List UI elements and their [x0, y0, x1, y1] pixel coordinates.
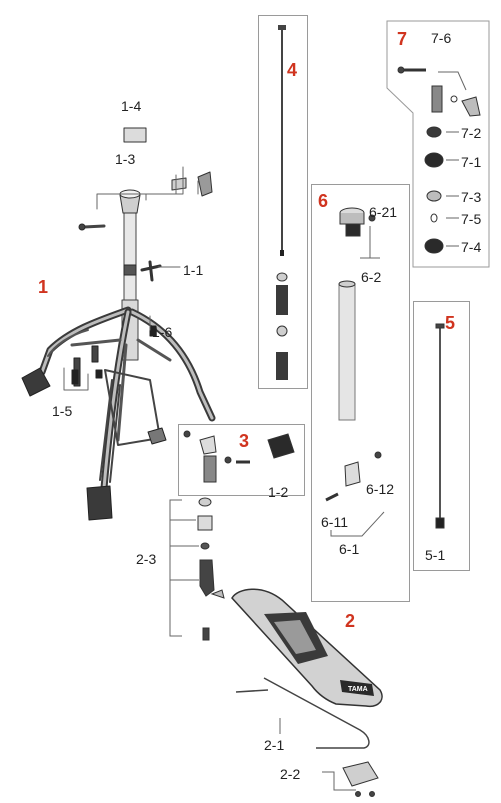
section-6-box [311, 184, 410, 602]
section-number-6: 6 [318, 191, 329, 211]
section-2-3-parts [169, 497, 225, 641]
part-label-7-1: 7-1 [461, 154, 482, 170]
section-3-box [178, 424, 305, 496]
part-label-1-4: 1-4 [121, 98, 142, 114]
section-5-parts [435, 323, 445, 529]
section-number-5: 5 [445, 313, 456, 333]
part-label-7-6: 7-6 [431, 30, 452, 46]
part-label-6-2: 6-2 [361, 269, 382, 285]
section-3-parts [183, 430, 295, 483]
part-label-6-21: 6-21 [369, 204, 398, 220]
part-label-7-3: 7-3 [461, 189, 482, 205]
part-label-2-1: 2-1 [264, 737, 285, 753]
hihat-stand [21, 127, 216, 521]
part-label-7-2: 7-2 [461, 125, 482, 141]
section-number-1: 1 [38, 277, 49, 297]
part-label-2-3: 2-3 [136, 551, 157, 567]
part-label-5-1: 5-1 [425, 547, 446, 563]
section-7-box [386, 20, 490, 268]
section-number-7: 7 [397, 29, 408, 49]
section-4-rod [276, 25, 288, 380]
section-7-parts [397, 66, 481, 254]
part-label-2-2: 2-2 [280, 766, 301, 782]
part-label-6-12: 6-12 [366, 481, 395, 497]
part-label-6-11: 6-11 [321, 514, 348, 530]
part-label-1-5: 1-5 [52, 403, 73, 419]
part-label-1-1: 1-1 [183, 262, 204, 278]
section-number-4: 4 [287, 60, 298, 80]
plate [322, 761, 379, 797]
link-rod [235, 677, 370, 749]
part-label-1-2: 1-2 [268, 484, 289, 500]
section-number-2: 2 [345, 611, 356, 631]
section-4-box [258, 15, 308, 389]
section-number-3: 3 [239, 431, 250, 451]
part-label-1-6: 1-6 [152, 324, 173, 340]
part-label-1-3: 1-3 [115, 151, 136, 167]
section-5-box [413, 301, 470, 571]
pedal-brand: TAMA [348, 686, 368, 693]
pedal-board: TAMA [231, 588, 383, 708]
part-label-7-5: 7-5 [461, 211, 482, 227]
part-label-6-1: 6-1 [339, 541, 360, 557]
part-label-7-4: 7-4 [461, 239, 482, 255]
section-6-parts [325, 207, 385, 537]
